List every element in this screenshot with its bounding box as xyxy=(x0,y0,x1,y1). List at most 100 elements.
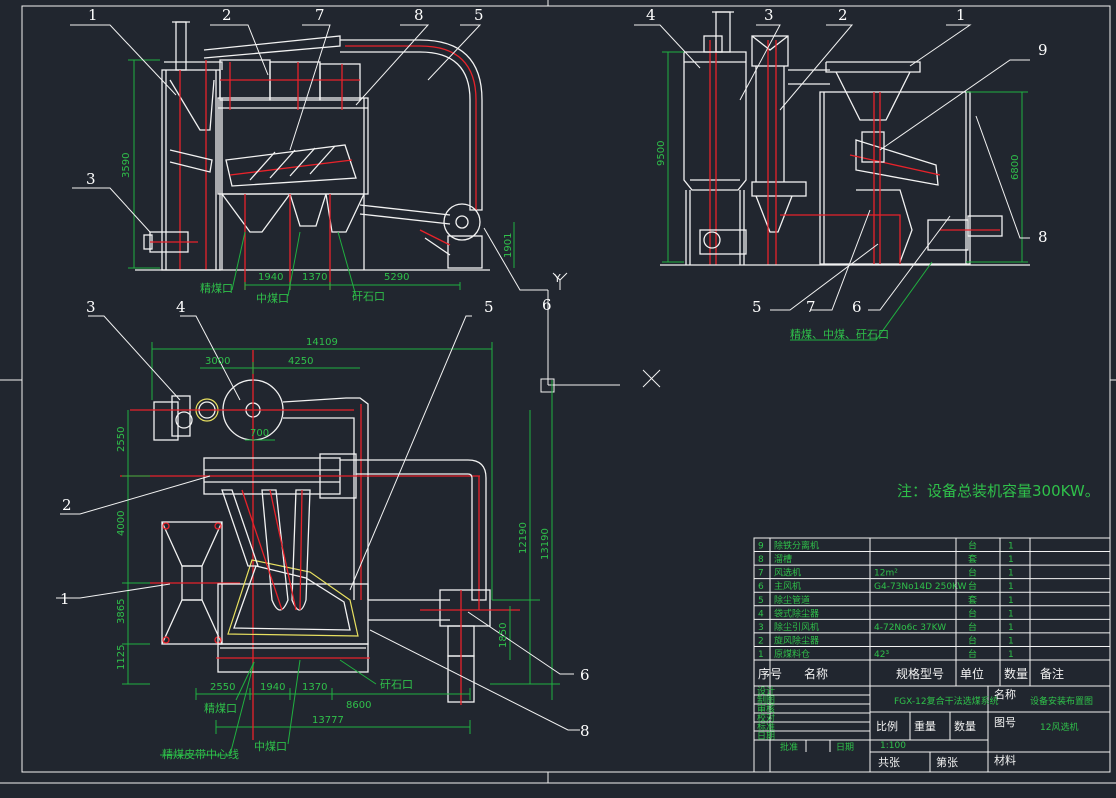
dim-plan-left-3: 3865 xyxy=(116,599,127,624)
company-label: 名称 xyxy=(994,687,1016,701)
parts-row-2-no: 8 xyxy=(758,555,764,565)
header-name: 名称 xyxy=(804,666,828,681)
material-label: 材料 xyxy=(994,753,1016,767)
dim-plan-bottom-5: 13777 xyxy=(312,715,344,726)
dim-front-low: 1901 xyxy=(503,233,514,258)
front-callout-3: 3 xyxy=(86,170,96,188)
drawing-title: FGX-12复合干法选煤系统 xyxy=(894,695,999,707)
dim-front-bottom-1: 1940 xyxy=(258,272,283,283)
parts-row-9-no: 1 xyxy=(758,650,764,660)
front-middling-outlet: 中煤口 xyxy=(256,292,289,305)
dim-plan-top-b: 4250 xyxy=(288,356,313,367)
parts-row-7-spec: 4-72No6c 37KW xyxy=(874,623,946,633)
front-callout-5: 5 xyxy=(474,6,484,24)
parts-row-5-name: 除尘管道 xyxy=(774,594,810,606)
parts-row-6-no: 4 xyxy=(758,609,764,619)
sheet-label: 第张 xyxy=(936,755,958,769)
parts-row-1-name: 除铁分离机 xyxy=(774,540,819,552)
dim-plan-1850: 1850 xyxy=(498,623,509,648)
title-left-row-4: 校对 xyxy=(757,712,775,724)
parts-row-7-no: 3 xyxy=(758,623,764,633)
sheets-label: 共张 xyxy=(878,756,900,769)
dim-plan-top: 14109 xyxy=(306,337,338,348)
title-left-bottom-1: 批准 xyxy=(780,741,798,753)
dim-plan-right-1: 12190 xyxy=(518,522,529,554)
side-callout-2: 2 xyxy=(838,6,848,24)
side-callout-6: 6 xyxy=(852,298,862,316)
outlet-labels: 精煤口 中煤口 矸石口 精煤、中煤、矸石口 精煤口 中煤口 矸石口 精煤皮带中心… xyxy=(162,282,889,761)
front-callout-6: 6 xyxy=(542,296,552,314)
plan-callout-6: 6 xyxy=(580,666,590,684)
dim-plan-left-1: 2550 xyxy=(116,427,127,452)
dim-plan-bottom-4: 8600 xyxy=(346,700,371,711)
front-view xyxy=(128,21,515,297)
side-callout-4: 4 xyxy=(646,6,656,24)
plan-callout-5: 5 xyxy=(484,298,494,316)
header-qty: 数量 xyxy=(1004,666,1028,681)
header-note: 备注 xyxy=(1040,666,1064,681)
dim-front-bottom-3: 5290 xyxy=(384,272,409,283)
parts-row-1-unit: 台 xyxy=(968,540,977,552)
dim-plan-left-2: 4000 xyxy=(116,511,127,536)
title-left-row-3: 审核 xyxy=(757,703,775,715)
parts-row-5-qty: 1 xyxy=(1008,596,1014,606)
ucs-y-label: Y xyxy=(553,272,561,285)
parts-row-8-unit: 台 xyxy=(968,634,977,646)
plan-callout-3: 3 xyxy=(86,298,96,316)
side-callout-3: 3 xyxy=(764,6,774,24)
callout-numbers: 1 2 7 8 5 3 6 4 3 2 1 9 8 5 7 6 3 4 5 2 … xyxy=(60,6,1048,740)
dim-plan-bottom-1: 2550 xyxy=(210,682,235,693)
dim-front-bottom-2: 1370 xyxy=(302,272,327,283)
header-unit: 单位 xyxy=(960,666,984,681)
company-name: 设备安装布置图 xyxy=(1030,695,1093,707)
parts-row-2-name: 溜槽 xyxy=(774,553,792,565)
parts-row-4-name: 主风机 xyxy=(774,580,801,592)
parts-row-3-qty: 1 xyxy=(1008,569,1014,579)
parts-row-5-unit: 套 xyxy=(968,594,977,606)
front-callout-7: 7 xyxy=(315,6,325,24)
callout-leaders xyxy=(56,24,1030,731)
dim-plan-bottom-3: 1370 xyxy=(302,682,327,693)
plan-middling-outlet: 中煤口 xyxy=(254,740,287,753)
plan-callout-8: 8 xyxy=(580,722,590,740)
side-callout-5: 5 xyxy=(752,298,762,316)
parts-row-9-spec: 42³ xyxy=(874,650,889,660)
plan-conveyor-centerline: 精煤皮带中心线 xyxy=(162,747,239,761)
plan-fine-coal-outlet: 精煤口 xyxy=(204,702,237,715)
figure-name: 12风选机 xyxy=(1040,721,1078,733)
qty-label: 数量 xyxy=(954,720,976,733)
header-spec: 规格型号 xyxy=(896,666,944,681)
side-callout-7: 7 xyxy=(806,298,816,316)
parts-row-2-qty: 1 xyxy=(1008,555,1014,565)
parts-row-4-no: 6 xyxy=(758,582,764,592)
parts-row-4-spec: G4-73No14D 250KW xyxy=(874,582,967,592)
side-callout-1: 1 xyxy=(956,6,966,24)
side-outlets-label: 精煤、中煤、矸石口 xyxy=(790,328,889,341)
parts-row-7-qty: 1 xyxy=(1008,623,1014,633)
dim-side-right: 6800 xyxy=(1010,155,1021,180)
parts-row-9-qty: 1 xyxy=(1008,650,1014,660)
plan-callout-1: 1 xyxy=(60,590,70,608)
ratio-label: 比例 xyxy=(876,719,898,733)
parts-row-6-qty: 1 xyxy=(1008,609,1014,619)
ratio-value: 1:100 xyxy=(880,741,906,751)
front-gangue-outlet: 矸石口 xyxy=(352,290,385,303)
dim-plan-right-2: 13190 xyxy=(540,528,551,560)
parts-row-6-name: 袋式除尘器 xyxy=(774,607,819,619)
parts-row-9-name: 原煤料仓 xyxy=(774,648,810,660)
dim-plan-bottom-2: 1940 xyxy=(260,682,285,693)
plan-gangue-outlet: 矸石口 xyxy=(380,678,413,691)
title-left-row-1: 设计 xyxy=(757,685,775,697)
dim-plan-top-a: 3000 xyxy=(205,356,230,367)
front-callout-2: 2 xyxy=(222,6,232,24)
parts-row-4-qty: 1 xyxy=(1008,582,1014,592)
parts-row-8-qty: 1 xyxy=(1008,636,1014,646)
weight-label: 重量 xyxy=(914,719,936,733)
dim-plan-left-4: 1125 xyxy=(116,645,127,670)
plan-callout-4: 4 xyxy=(176,298,186,316)
side-callout-9: 9 xyxy=(1038,41,1048,59)
side-view xyxy=(660,11,1030,341)
ucs-axis xyxy=(540,272,620,393)
parts-row-8-name: 旋风除尘器 xyxy=(774,634,819,646)
